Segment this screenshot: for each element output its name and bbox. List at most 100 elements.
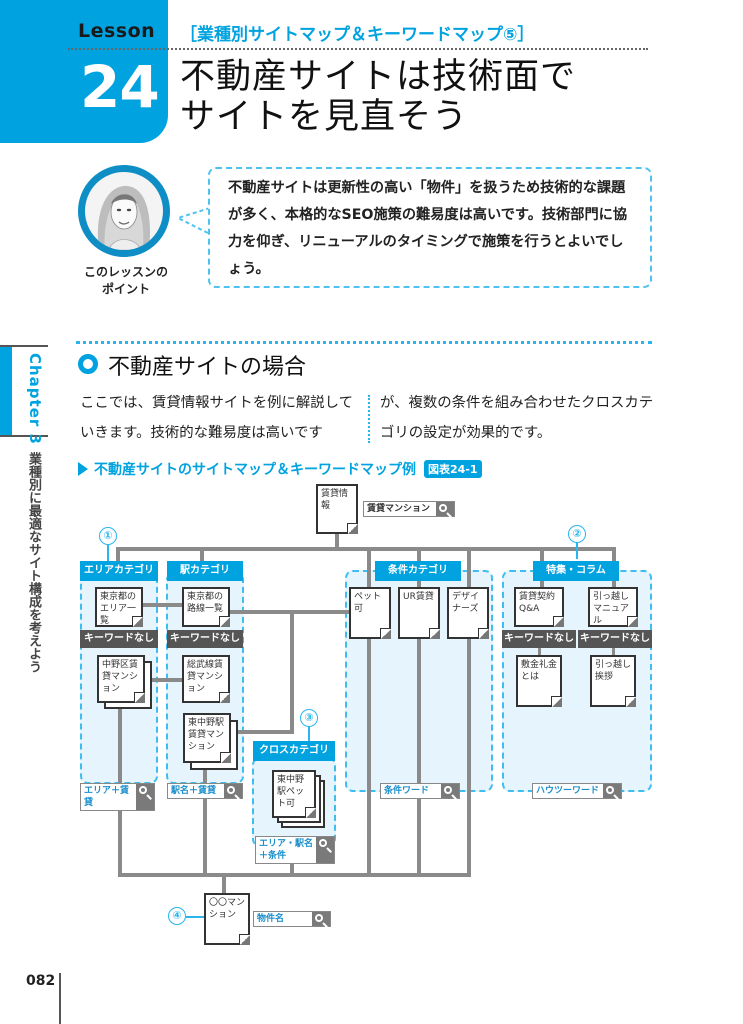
section-divider xyxy=(76,341,652,344)
header-divider xyxy=(68,48,648,50)
station-doc2-label: 総武線賃貸マンション xyxy=(187,660,224,694)
area-doc2: 中野区賃貸マンション xyxy=(97,655,145,703)
connector xyxy=(538,648,541,655)
marker-3: ③ xyxy=(300,709,318,727)
area-keyword-text: エリア＋賃貸 xyxy=(84,786,130,808)
connector xyxy=(230,610,370,614)
cross-doc-label: 東中野駅ペット可 xyxy=(277,775,305,809)
search-icon xyxy=(312,912,330,926)
condition-doc3: デザイナーズ xyxy=(447,587,489,639)
area-no-keyword: キーワードなし xyxy=(80,630,158,648)
feature-no-keyword2: キーワードなし xyxy=(578,630,652,648)
body-text-column2: が、複数の条件を組み合わせたクロスカテゴリの設定が効果的です。 xyxy=(380,395,654,441)
triangle-bullet-icon xyxy=(78,462,88,476)
marker-1: ① xyxy=(99,527,117,545)
feature-doc4-label: 引っ越し挨拶 xyxy=(595,660,632,682)
point-text: 不動産サイトは更新性の高い「物件」を扱うため技術的な課題が多く、本格的なSEO施… xyxy=(228,180,628,277)
station-doc1: 東京都の路線一覧 xyxy=(182,587,230,627)
search-icon xyxy=(224,784,242,798)
cross-keyword: エリア・駅名＋条件 xyxy=(255,836,335,864)
page-number-rule xyxy=(59,973,61,1024)
feature-doc3-label: 敷金礼金とは xyxy=(521,660,558,682)
connector xyxy=(150,678,184,682)
area-keyword: エリア＋賃貸 xyxy=(80,783,155,811)
connector xyxy=(290,610,294,730)
root-page-label: 賃貸情報 xyxy=(321,489,349,511)
station-no-keyword: キーワードなし xyxy=(167,630,243,648)
condition-doc2-label: UR賃貸 xyxy=(403,592,434,602)
point-label-line1: このレッスンの xyxy=(83,265,168,279)
property-doc: 〇〇マンション xyxy=(204,893,250,945)
connector xyxy=(367,547,371,877)
area-doc1-label: 東京都のエリア一覧 xyxy=(100,592,137,626)
search-icon xyxy=(316,837,334,863)
connector xyxy=(417,547,421,877)
feature-doc3: 敷金礼金とは xyxy=(516,655,562,707)
search-icon xyxy=(441,784,459,798)
station-keyword: 駅名＋賃貸 xyxy=(167,783,243,799)
point-speech-bubble: 不動産サイトは更新性の高い「物件」を扱うため技術的な課題が多く、本格的なSEO施… xyxy=(208,167,652,288)
connector-property xyxy=(222,873,226,895)
station-keyword-text: 駅名＋賃貸 xyxy=(171,786,217,796)
connector-top-bus xyxy=(116,547,616,551)
condition-doc3-label: デザイナーズ xyxy=(452,592,480,614)
figure-caption: 不動産サイトのサイトマップ＆キーワードマップ例 図表24-1 xyxy=(78,459,482,479)
condition-doc1-label: ペット可 xyxy=(354,592,382,614)
connector xyxy=(140,603,184,607)
figure-caption-text: 不動産サイトのサイトマップ＆キーワードマップ例 xyxy=(94,462,416,478)
connector xyxy=(203,750,207,875)
marker-2: ② xyxy=(568,525,586,543)
chapter-title: 業種別に最適なサイト構成を考えよう xyxy=(26,452,41,673)
feature-doc2-label: 引っ越しマニュアル xyxy=(593,592,630,626)
cross-doc: 東中野駅ペット可 xyxy=(272,770,316,818)
condition-doc2: UR賃貸 xyxy=(398,587,440,639)
lesson-number: 24 xyxy=(80,53,160,121)
root-page: 賃貸情報 xyxy=(316,484,358,534)
lesson-number-block xyxy=(0,0,168,143)
feature-no-keyword1: キーワードなし xyxy=(502,630,576,648)
area-doc2-label: 中野区賃貸マンション xyxy=(102,660,139,694)
point-label: このレッスンの ポイント xyxy=(72,264,180,298)
section-ring-icon xyxy=(78,354,98,374)
feature-keyword: ハウツーワード xyxy=(532,783,622,799)
search-icon xyxy=(136,784,154,810)
feature-doc1: 賃貸契約Q&A xyxy=(514,587,564,627)
condition-doc1: ペット可 xyxy=(349,587,391,639)
connector xyxy=(200,547,204,563)
portrait-illustration-icon xyxy=(97,185,150,250)
station-doc1-label: 東京都の路線一覧 xyxy=(187,592,224,614)
area-category-header: エリアカテゴリ xyxy=(80,561,158,581)
page-title-line1: 不動産サイトは技術面で xyxy=(180,57,577,97)
connector xyxy=(612,648,615,655)
feature-category-header: 特集・コラム xyxy=(533,561,619,581)
feature-doc2: 引っ越しマニュアル xyxy=(588,587,638,627)
search-icon xyxy=(603,784,621,798)
feature-doc1-label: 賃貸契約Q&A xyxy=(519,592,556,614)
marker-4: ④ xyxy=(168,907,186,925)
station-doc3-label: 東中野駅賃貸マンション xyxy=(188,718,225,752)
chapter-tab[interactable]: Chapter 3 xyxy=(0,345,48,445)
station-doc3: 東中野駅賃貸マンション xyxy=(183,713,231,763)
page-title-line2: サイトを見直そう xyxy=(180,97,469,137)
condition-keyword: 条件ワード xyxy=(380,783,460,799)
station-doc2: 総武線賃貸マンション xyxy=(182,655,230,703)
column-divider xyxy=(368,395,370,443)
avatar xyxy=(78,165,170,257)
point-label-line2: ポイント xyxy=(101,282,150,296)
series-tag: ［業種別サイトマップ＆キーワードマップ⑤］ xyxy=(180,25,535,45)
lesson-label: Lesson xyxy=(78,20,156,42)
cross-keyword-text: エリア・駅名＋条件 xyxy=(259,839,314,861)
root-keyword-text: 賃貸マンション xyxy=(367,504,431,514)
property-keyword-text: 物件名 xyxy=(257,914,285,924)
cross-category-header: クロスカテゴリ xyxy=(253,741,335,761)
connector-root xyxy=(335,533,339,549)
area-doc1: 東京都のエリア一覧 xyxy=(95,587,143,627)
body-text-column1: ここでは、賃貸情報サイトを例に解説していきます。技術的な難易度は高いです xyxy=(80,395,353,441)
connector xyxy=(467,547,471,877)
connector xyxy=(230,730,294,734)
chapter-label: Chapter 3 xyxy=(26,353,44,445)
condition-keyword-text: 条件ワード xyxy=(384,786,430,796)
marker-2-stem xyxy=(576,543,578,559)
station-category-header: 駅カテゴリ xyxy=(167,561,243,581)
